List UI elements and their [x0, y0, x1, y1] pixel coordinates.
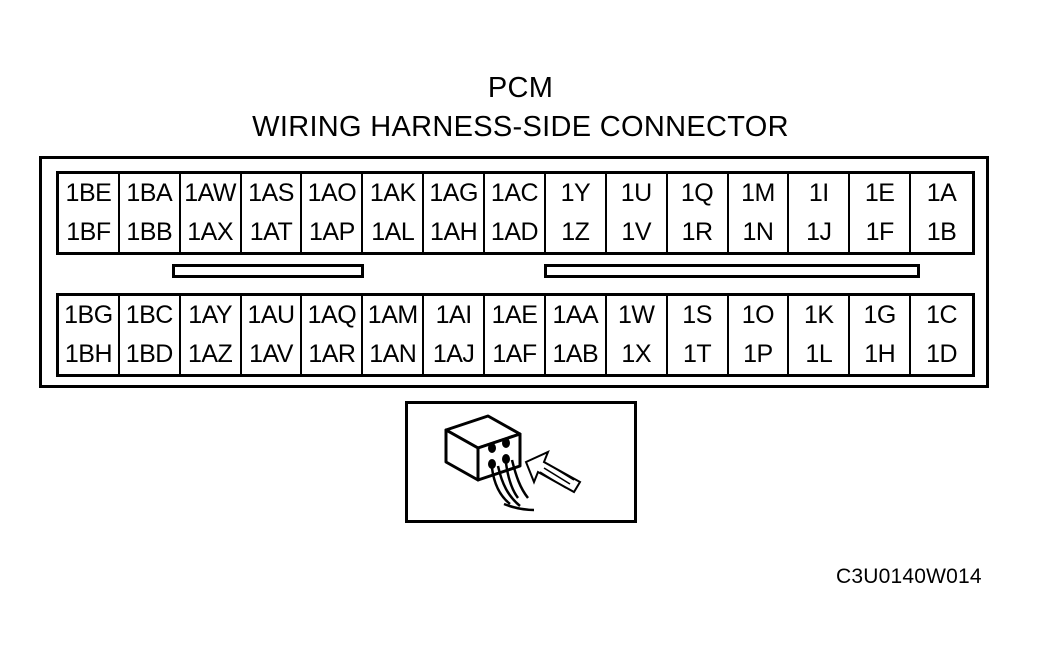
terminal-1al: 1AL [363, 213, 425, 252]
terminal-1an: 1AN [363, 335, 425, 374]
terminal-1c: 1C [926, 301, 958, 329]
terminal-1v: 1V [607, 213, 668, 252]
terminal-1as: 1AS [242, 174, 303, 213]
terminal-1b: 1B [926, 218, 957, 246]
terminal-1m: 1M [729, 174, 790, 213]
terminal-1at: 1AT [242, 213, 303, 252]
terminal-1d: 1D [926, 340, 958, 368]
terminal-1aq: 1AQ [302, 296, 364, 335]
connector-key-left [172, 264, 364, 278]
terminal-1h: 1H [850, 335, 912, 374]
terminal-1ba: 1BA [120, 174, 181, 213]
terminal-1ap: 1AP [302, 213, 364, 252]
diagram-subtitle: WIRING HARNESS-SIDE CONNECTOR [252, 111, 789, 143]
terminal-1af: 1AF [485, 335, 546, 374]
terminal-1a: 1A [926, 179, 957, 207]
terminal-1aa: 1AA [546, 296, 607, 335]
figure-code: C3U0140W014 [836, 565, 982, 588]
terminal-1i: 1I [789, 174, 851, 213]
terminal-1r: 1R [668, 213, 729, 252]
terminal-1az: 1AZ [181, 335, 242, 374]
terminal-1w: 1W [607, 296, 668, 335]
terminal-1bg: 1BG [59, 296, 120, 335]
terminal-1bf: 1BF [59, 213, 120, 252]
terminal-1ax: 1AX [181, 213, 242, 252]
terminal-1bh: 1BH [59, 335, 120, 374]
terminal-1ag: 1AG [424, 174, 486, 213]
terminal-1ai: 1AI [424, 296, 486, 335]
terminal-1n: 1N [729, 213, 790, 252]
terminal-1ac: 1AC [485, 174, 546, 213]
terminal-1au: 1AU [242, 296, 303, 335]
terminal-1bd: 1BD [120, 335, 181, 374]
terminal-1am: 1AM [363, 296, 425, 335]
terminal-1j: 1J [789, 213, 851, 252]
terminal-1ad: 1AD [485, 213, 546, 252]
terminal-1ao: 1AO [302, 174, 364, 213]
terminal-1t: 1T [668, 335, 729, 374]
terminal-1ae: 1AE [485, 296, 546, 335]
terminal-1g: 1G [850, 296, 912, 335]
terminal-1p: 1P [729, 335, 790, 374]
connector-probe-icon [444, 414, 582, 512]
terminal-1aj: 1AJ [424, 335, 486, 374]
terminal-1be: 1BE [59, 174, 120, 213]
terminal-1ar: 1AR [302, 335, 364, 374]
terminal-1s: 1S [668, 296, 729, 335]
connector-key-right [544, 264, 920, 278]
terminal-1ak: 1AK [363, 174, 425, 213]
terminal-1ab: 1AB [546, 335, 607, 374]
terminal-1q: 1Q [668, 174, 729, 213]
harness-side-view-inset [405, 401, 637, 523]
terminal-1z: 1Z [546, 213, 607, 252]
terminal-1aw: 1AW [181, 174, 242, 213]
terminal-1k: 1K [789, 296, 851, 335]
diagram-title: PCM [487, 72, 554, 104]
terminal-1l: 1L [789, 335, 851, 374]
terminal-1f: 1F [850, 213, 912, 252]
terminal-1bb: 1BB [120, 213, 181, 252]
terminal-1y: 1Y [546, 174, 607, 213]
terminal-1ay: 1AY [181, 296, 242, 335]
terminal-1u: 1U [607, 174, 668, 213]
terminal-1o: 1O [729, 296, 790, 335]
terminal-1av: 1AV [242, 335, 303, 374]
terminal-1e: 1E [850, 174, 912, 213]
terminal-1bc: 1BC [120, 296, 181, 335]
terminal-1x: 1X [607, 335, 668, 374]
terminal-1ah: 1AH [424, 213, 486, 252]
